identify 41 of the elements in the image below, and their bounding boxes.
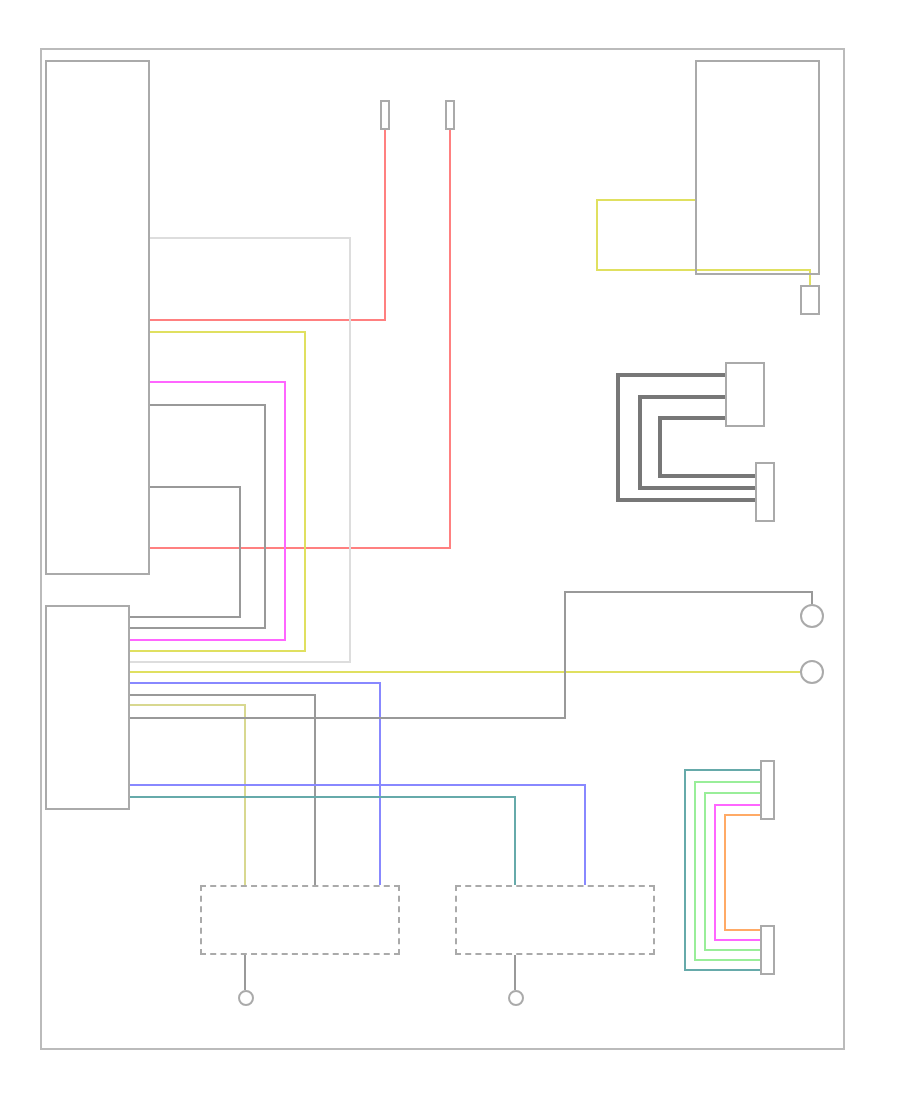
headlamp-housing: [455, 885, 655, 955]
wire: [129, 682, 381, 886]
fuse-block: [445, 100, 455, 130]
wire: [149, 129, 386, 321]
connector-block: [760, 925, 775, 975]
wire: [129, 331, 306, 652]
wire: [658, 416, 755, 478]
switch-housing: [800, 285, 820, 315]
wire: [616, 373, 755, 502]
wire: [129, 784, 586, 886]
headlamp-housing: [200, 885, 400, 955]
instrument-housing: [695, 60, 820, 275]
ground-terminal: [238, 990, 254, 1006]
wire: [514, 954, 516, 991]
wire: [129, 796, 516, 886]
wire: [714, 804, 761, 941]
wire: [129, 404, 266, 629]
lamp-circle: [800, 660, 824, 684]
wire: [684, 769, 761, 971]
wire: [129, 704, 246, 886]
switch-housing: [725, 362, 765, 427]
connector-block: [45, 605, 130, 810]
connector-block: [755, 462, 775, 522]
wire: [129, 237, 351, 663]
wire: [129, 381, 286, 641]
wire: [244, 954, 246, 991]
wire: [704, 792, 761, 951]
wire: [129, 591, 813, 719]
fuse-block: [380, 100, 390, 130]
wire: [129, 694, 316, 886]
wire: [149, 129, 451, 549]
wire: [638, 395, 755, 490]
connector-block: [760, 760, 775, 820]
ground-terminal: [508, 990, 524, 1006]
wire: [694, 781, 761, 961]
wire: [129, 671, 801, 673]
switch-housing: [45, 60, 150, 575]
wire: [596, 199, 811, 286]
wire: [129, 486, 241, 618]
lamp-circle: [800, 604, 824, 628]
wire: [724, 814, 761, 931]
